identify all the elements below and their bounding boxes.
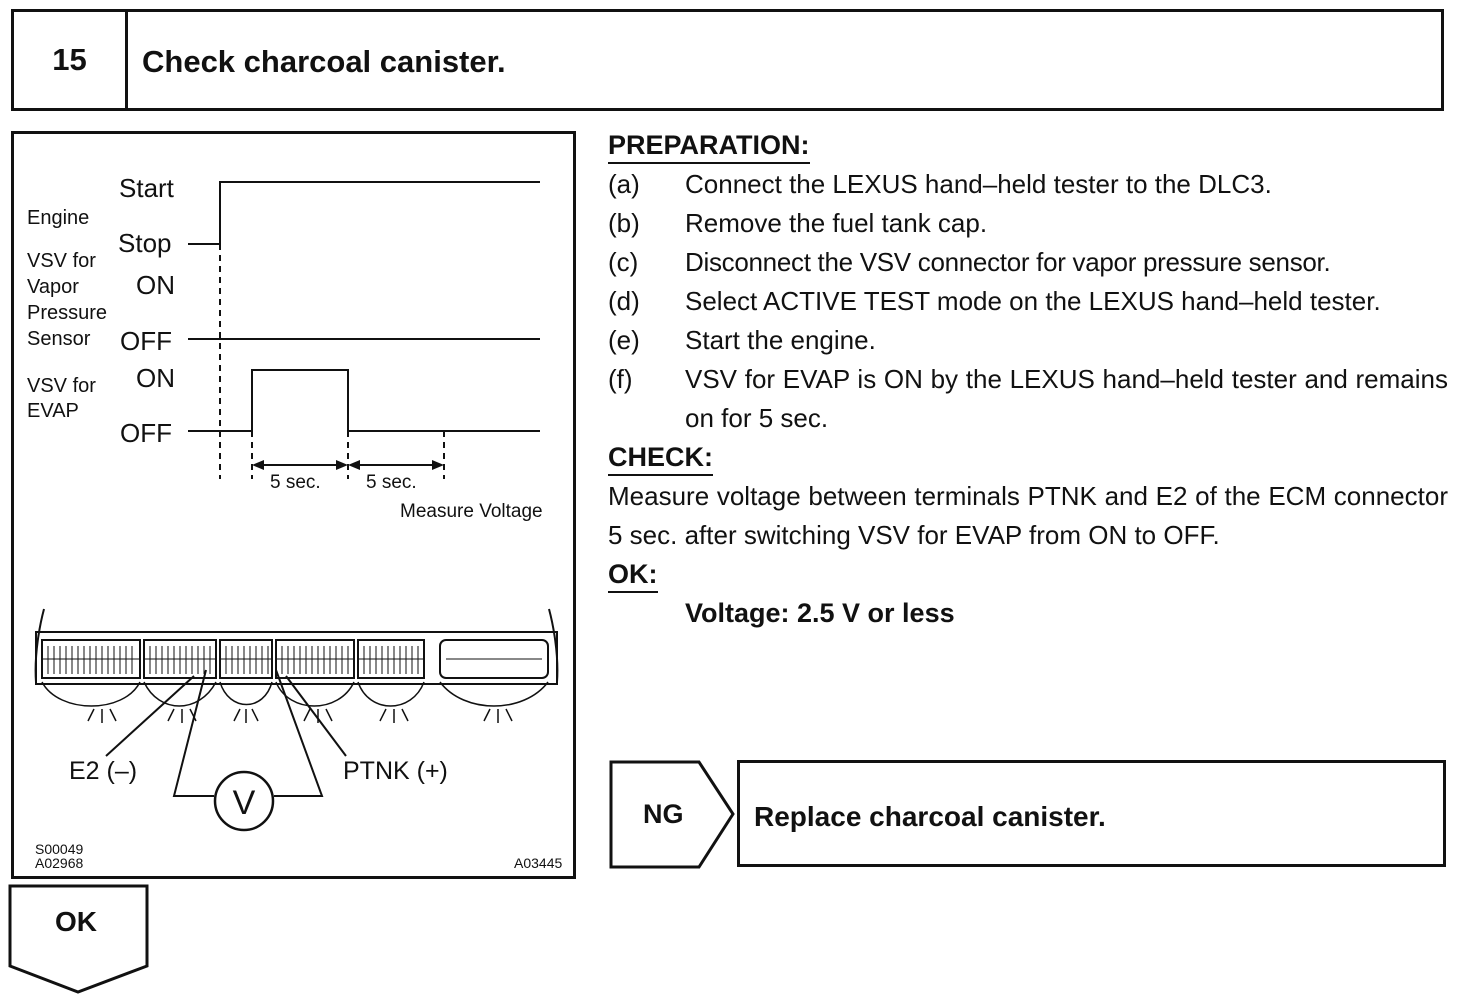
step-title: Check charcoal canister. bbox=[142, 44, 506, 79]
engine-label: Engine bbox=[27, 207, 89, 229]
vsv-vps-label-2: Vapor bbox=[27, 276, 79, 298]
check-heading: CHECK: bbox=[608, 440, 713, 476]
illustration-panel: Engine Start Stop VSV for Vapor Pressure… bbox=[11, 131, 576, 879]
check-text: Measure voltage between terminals PTNK a… bbox=[608, 481, 1448, 550]
step-header: 15 Check charcoal canister. bbox=[11, 9, 1444, 111]
engine-start-label: Start bbox=[119, 173, 175, 203]
vsv-vps-off-label: OFF bbox=[120, 326, 172, 356]
e2-terminal-label: E2 (–) bbox=[69, 757, 137, 785]
interval-2-label: 5 sec. bbox=[366, 472, 417, 493]
ng-arrow-shape bbox=[609, 760, 735, 869]
ok-label: OK bbox=[55, 906, 97, 937]
engine-stop-label: Stop bbox=[118, 228, 172, 258]
ok-spec-value: Voltage: 2.5 V or less bbox=[685, 598, 955, 628]
ptnk-terminal-label: PTNK (+) bbox=[343, 757, 448, 785]
figure-code-3: A03445 bbox=[514, 855, 562, 871]
vsv-evap-off-label: OFF bbox=[120, 418, 172, 448]
preparation-list: (a) Connect the LEXUS hand–held tester t… bbox=[608, 165, 1448, 438]
voltmeter-leads bbox=[105, 669, 347, 797]
ng-action-box: Replace charcoal canister. bbox=[737, 760, 1446, 867]
list-item: (d) Select ACTIVE TEST mode on the LEXUS… bbox=[608, 286, 1381, 316]
vsv-vps-on-label: ON bbox=[136, 270, 175, 300]
list-item: (e) Start the engine. bbox=[608, 325, 876, 355]
list-item: (f) VSV for EVAP is ON by the LEXUS hand… bbox=[608, 364, 1448, 433]
engine-waveform bbox=[188, 181, 540, 245]
step-number: 15 bbox=[14, 12, 128, 108]
list-item: (a) Connect the LEXUS hand–held tester t… bbox=[608, 169, 1272, 199]
procedure-text: PREPARATION: (a) Connect the LEXUS hand–… bbox=[608, 126, 1448, 633]
figure-code-2: A02968 bbox=[35, 855, 83, 871]
vsv-evap-on-label: ON bbox=[136, 363, 175, 393]
timing-and-connector-diagram: Engine Start Stop VSV for Vapor Pressure… bbox=[27, 173, 562, 871]
ng-action-text: Replace charcoal canister. bbox=[754, 801, 1106, 832]
connector-pins bbox=[42, 646, 542, 674]
interval-1-label: 5 sec. bbox=[270, 472, 321, 493]
vsv-vps-label-1: VSV for bbox=[27, 250, 96, 272]
wire-harness-loops bbox=[41, 681, 549, 723]
figure-code-1: S00049 bbox=[35, 841, 83, 857]
list-item: (b) Remove the fuel tank cap. bbox=[608, 208, 988, 238]
voltmeter-symbol: V bbox=[233, 784, 256, 822]
list-item: (c) Disconnect the VSV connector for vap… bbox=[608, 247, 1331, 277]
vsv-evap-label-2: EVAP bbox=[27, 400, 79, 422]
vsv-vps-label-3: Pressure bbox=[27, 302, 107, 324]
ng-label: NG bbox=[643, 799, 684, 829]
ok-arrow-shape bbox=[8, 884, 149, 994]
vsv-evap-label-1: VSV for bbox=[27, 375, 96, 397]
vsv-evap-waveform bbox=[188, 369, 540, 432]
ok-spec-heading: OK: bbox=[608, 557, 658, 593]
vsv-vps-label-4: Sensor bbox=[27, 328, 91, 350]
measure-voltage-label: Measure Voltage bbox=[400, 501, 543, 522]
preparation-heading: PREPARATION: bbox=[608, 128, 810, 164]
voltmeter-icon bbox=[213, 770, 275, 832]
